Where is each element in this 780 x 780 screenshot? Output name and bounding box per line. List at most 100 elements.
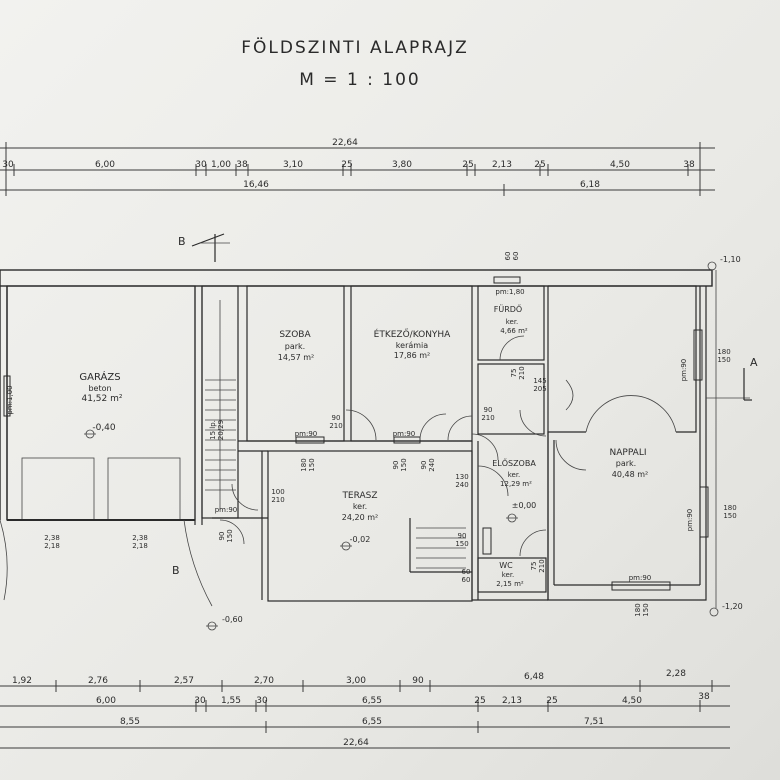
etkezo-name: ÉTKEZŐ/KONYHA bbox=[374, 328, 452, 340]
terasz-name: TERASZ bbox=[341, 491, 377, 501]
dim-bot-r1-2: 2,57 bbox=[174, 676, 194, 686]
dim-top-r3-1: 6,18 bbox=[580, 180, 600, 190]
dim-top-r2-5: 3,10 bbox=[283, 160, 303, 170]
dim-bot-r2-2: 1,55 bbox=[221, 696, 241, 706]
note-etk-win: pm:90 bbox=[393, 430, 416, 438]
wc-area: 2,15 m² bbox=[496, 580, 524, 588]
section-b-label-bottom: B bbox=[172, 564, 180, 577]
terasz-level: -0,02 bbox=[350, 535, 371, 544]
section-mark-b-top: B bbox=[178, 233, 230, 262]
nappali-floor: park. bbox=[616, 459, 636, 468]
etkezo-area: 17,86 m² bbox=[394, 351, 430, 360]
bottom-dimension-lines: 1,92 2,76 2,57 2,70 3,00 90 6,48 2,28 6,… bbox=[0, 669, 730, 749]
note-nap-bot: 180150 bbox=[634, 603, 650, 616]
nappali-name: NAPPALI bbox=[610, 448, 647, 458]
garazs-name: GARÁZS bbox=[79, 370, 120, 383]
dim-bot-total: 22,64 bbox=[343, 738, 369, 748]
dim-bot-r3-0: 8,55 bbox=[120, 717, 140, 727]
dim-bot-r1-6: 6,48 bbox=[524, 672, 544, 682]
dim-top-r2-9: 2,13 bbox=[492, 160, 512, 170]
dim-bot-r2-1: 30 bbox=[194, 696, 206, 706]
dim-bot-r2-5: 25 bbox=[474, 696, 485, 706]
room-labels: GARÁZS beton 41,52 m² -0,40 SZOBA park. … bbox=[79, 304, 648, 588]
szoba-floor: park. bbox=[285, 342, 305, 351]
walls bbox=[0, 269, 750, 608]
dim-bot-r1-1: 2,76 bbox=[88, 676, 108, 686]
note-ter-door2: 90150 bbox=[392, 458, 408, 471]
dim-top-r2-6: 25 bbox=[341, 160, 352, 170]
note-terasz-pm: pm:90 bbox=[215, 506, 238, 514]
dim-top-r2-12: 38 bbox=[683, 160, 695, 170]
note-nap-pm-bot: pm:90 bbox=[686, 509, 694, 532]
dim-bot-r2-0: 6,00 bbox=[96, 696, 116, 706]
furdo-name: FÜRDŐ bbox=[494, 304, 522, 314]
eloszoba-level: ±0,00 bbox=[512, 501, 537, 510]
level-right-bottom: -1,20 bbox=[722, 602, 743, 611]
dim-bot-r2-7: 25 bbox=[546, 696, 557, 706]
garazs-floor: beton bbox=[88, 384, 111, 393]
section-b-label-top: B bbox=[178, 235, 186, 248]
note-furdo-door: 75210 bbox=[510, 366, 526, 379]
dim-top-r2-3: 1,00 bbox=[211, 160, 231, 170]
dim-bot-r1-4: 3,00 bbox=[346, 676, 366, 686]
section-a-label: A bbox=[750, 356, 758, 369]
dim-top-r3-0: 16,46 bbox=[243, 180, 269, 190]
top-dimension-lines: 22,64 30 6,00 30 1,00 38 3,10 25 3,80 25… bbox=[0, 138, 715, 196]
dim-top-r2-4: 38 bbox=[236, 160, 248, 170]
dim-top-r2-1: 6,00 bbox=[95, 160, 115, 170]
dim-top-r2-10: 25 bbox=[534, 160, 545, 170]
level-markers: -0,60 -1,20 -1,10 bbox=[84, 255, 743, 631]
plan-title: FÖLDSZINTI ALAPRAJZ bbox=[241, 38, 469, 58]
dim-top-r2-0: 30 bbox=[2, 160, 14, 170]
nappali-area: 40,48 m² bbox=[612, 470, 648, 479]
note-stair: 15 lp.20/29 bbox=[209, 420, 225, 440]
szoba-area: 14,57 m² bbox=[278, 353, 314, 362]
note-furdo-vent: 6060 bbox=[504, 252, 520, 261]
dim-bot-r3-2: 7,51 bbox=[584, 717, 604, 727]
dim-bot-r1-0: 1,92 bbox=[12, 676, 32, 686]
note-nap-pm-top: pm:90 bbox=[680, 359, 688, 382]
wc-floor: ker. bbox=[502, 571, 515, 579]
dim-bot-r2-9: 38 bbox=[698, 692, 710, 702]
eloszoba-floor: ker. bbox=[508, 471, 521, 479]
garazs-level: -0,40 bbox=[92, 423, 116, 433]
dim-top-total: 22,64 bbox=[332, 138, 358, 148]
dim-top-r2-7: 3,80 bbox=[392, 160, 412, 170]
dim-top-r2-11: 4,50 bbox=[610, 160, 630, 170]
dim-bot-r2-6: 2,13 bbox=[502, 696, 522, 706]
furdo-area: 4,66 m² bbox=[500, 327, 528, 335]
dim-bot-r2-8: 4,50 bbox=[622, 696, 642, 706]
terasz-area: 24,20 m² bbox=[342, 513, 378, 522]
note-ter-door3: 90240 bbox=[420, 458, 436, 471]
section-mark-b-bottom: B bbox=[172, 564, 180, 577]
dim-bot-r2-4: 6,55 bbox=[362, 696, 382, 706]
szoba-name: SZOBA bbox=[279, 330, 311, 340]
section-mark-a: A bbox=[743, 356, 758, 401]
dim-bot-r1-3: 2,70 bbox=[254, 676, 274, 686]
plan-scale: M = 1 : 100 bbox=[299, 70, 421, 90]
dim-top-r2-8: 25 bbox=[462, 160, 473, 170]
note-furdo-win: pm:1,80 bbox=[495, 288, 524, 296]
dim-bot-r3-1: 6,55 bbox=[362, 717, 382, 727]
level-outside: -0,60 bbox=[222, 615, 243, 624]
note-ter-180: 180150 bbox=[300, 458, 316, 471]
note-nap-pm-floor: pm:90 bbox=[629, 574, 652, 582]
terasz-floor: ker. bbox=[353, 502, 367, 511]
dim-bot-r2-3: 30 bbox=[256, 696, 268, 706]
etkezo-floor: kerámia bbox=[396, 341, 428, 350]
note-wc-door: 75210 bbox=[530, 559, 546, 572]
garazs-area: 41,52 m² bbox=[81, 394, 122, 404]
